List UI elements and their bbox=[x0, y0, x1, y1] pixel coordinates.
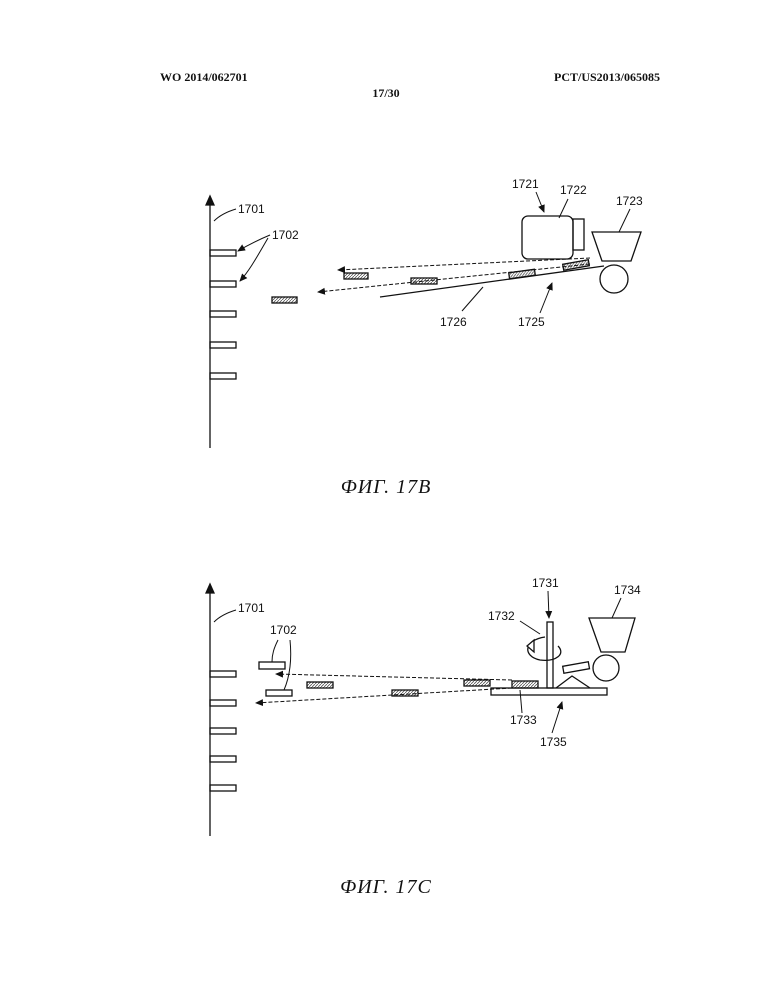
figure-17c bbox=[206, 584, 635, 836]
label-1731: 1731 bbox=[532, 576, 559, 590]
leader-1733 bbox=[520, 690, 522, 713]
label-1733: 1733 bbox=[510, 713, 537, 727]
tick-marker bbox=[210, 700, 236, 706]
label-1701-b: 1701 bbox=[238, 202, 265, 216]
platform bbox=[491, 688, 607, 695]
flying-card bbox=[307, 682, 333, 688]
label-1725: 1725 bbox=[518, 315, 545, 329]
hopper-wheel bbox=[593, 655, 619, 681]
label-1721: 1721 bbox=[512, 177, 539, 191]
label-1722: 1722 bbox=[560, 183, 587, 197]
hopper-wheel bbox=[600, 265, 628, 293]
leader-1734 bbox=[612, 598, 621, 618]
label-1702-b: 1702 bbox=[272, 228, 299, 242]
label-1723: 1723 bbox=[616, 194, 643, 208]
axis-arrowhead bbox=[206, 584, 214, 593]
tick-marker bbox=[210, 311, 236, 317]
label-1735: 1735 bbox=[540, 735, 567, 749]
hopper-body bbox=[592, 232, 641, 261]
label-1732: 1732 bbox=[488, 609, 515, 623]
axis-arrowhead bbox=[206, 196, 214, 205]
flying-card bbox=[512, 681, 538, 688]
tick-marker bbox=[210, 671, 236, 677]
launcher-nozzle bbox=[573, 219, 584, 250]
label-1726: 1726 bbox=[440, 315, 467, 329]
flying-card bbox=[259, 662, 285, 669]
tick-marker bbox=[210, 728, 236, 734]
flying-card bbox=[344, 273, 368, 279]
tick-marker bbox=[210, 342, 236, 348]
flying-card bbox=[411, 278, 437, 284]
label-1734: 1734 bbox=[614, 583, 641, 597]
leader-1702-b bbox=[240, 238, 268, 281]
leader-1721 bbox=[536, 192, 544, 212]
tick-marker bbox=[210, 250, 236, 256]
label-1702-c: 1702 bbox=[270, 623, 297, 637]
tick-markers bbox=[210, 250, 236, 379]
platform-wedge bbox=[556, 676, 590, 688]
flying-card bbox=[464, 680, 490, 686]
label-1701-c: 1701 bbox=[238, 601, 265, 615]
leader-1722 bbox=[559, 199, 568, 218]
flying-card bbox=[266, 690, 292, 696]
tick-markers bbox=[210, 671, 236, 791]
leader-1731 bbox=[548, 591, 549, 618]
tick-marker bbox=[210, 373, 236, 379]
leader-1702-a bbox=[272, 640, 278, 662]
tick-marker bbox=[210, 281, 236, 287]
trajectory-line bbox=[256, 688, 512, 703]
leader-1726 bbox=[462, 287, 483, 311]
tick-marker bbox=[210, 785, 236, 791]
trajectory-line bbox=[276, 674, 512, 680]
leader-1701 bbox=[214, 209, 236, 221]
caption-fig-17b: ФИГ. 17B bbox=[0, 476, 772, 499]
flying-card bbox=[563, 662, 590, 673]
hopper-body bbox=[589, 618, 635, 652]
spinner-shaft bbox=[547, 622, 553, 688]
leader-1735 bbox=[552, 702, 562, 733]
caption-fig-17c: ФИГ. 17C bbox=[0, 876, 772, 899]
leader-1701 bbox=[214, 610, 236, 622]
leader-1725 bbox=[540, 283, 552, 313]
leader-1732 bbox=[520, 621, 540, 634]
flying-card bbox=[272, 297, 297, 303]
tick-marker bbox=[210, 756, 236, 762]
leader-1723 bbox=[619, 209, 630, 232]
launcher-device bbox=[522, 216, 573, 259]
